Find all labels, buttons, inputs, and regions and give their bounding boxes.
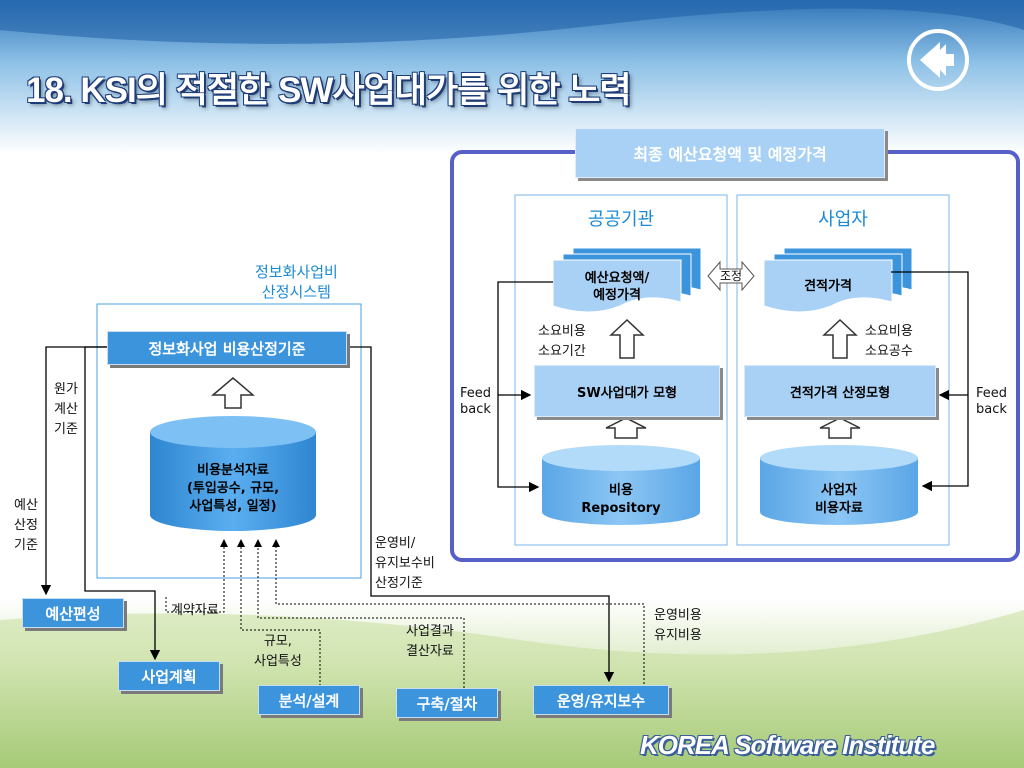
result-line1: 사업결과: [406, 624, 454, 639]
public-model-box: SW사업대가 모형: [534, 365, 720, 417]
db-line3: 사업특성, 일정): [189, 499, 277, 514]
vendor-inputs-line2: 소요공수: [865, 344, 913, 359]
system-label-line2: 산정시스템: [261, 283, 331, 301]
feedback-left-line1: Feed: [460, 386, 492, 401]
feedback-right-line1: Feed: [976, 386, 1008, 401]
ops-basis-line1: 운영비/: [375, 536, 416, 551]
contract-data-label: 계약자료: [171, 603, 219, 618]
vendor-inputs: 소요비용 소요공수: [865, 322, 913, 362]
back-arrow-icon[interactable]: [906, 28, 970, 92]
public-doc-line1: 예산요청액/: [584, 271, 650, 286]
ops-cost-line2: 유지비용: [654, 628, 702, 643]
public-agency-title: 공공기관: [587, 209, 655, 230]
result-line2: 결산자료: [406, 644, 454, 659]
stage-build[interactable]: 구축/절차: [396, 688, 498, 718]
vendor-doc: 견적가격: [804, 279, 852, 294]
public-db: 비용 Repository: [542, 482, 700, 518]
public-inputs-line2: 소요기간: [538, 344, 586, 359]
adjust-label: 조정: [719, 269, 743, 283]
budget-basis-line1: 예산: [14, 498, 38, 513]
stage-budget[interactable]: 예산편성: [22, 598, 124, 628]
result-label: 사업결과 결산자료: [406, 622, 454, 662]
public-inputs-line1: 소요비용: [538, 324, 586, 339]
scale-line1: 규모,: [263, 634, 292, 649]
public-doc: 예산요청액/ 예정가격: [553, 270, 681, 304]
vendor-model-box: 견적가격 산정모형: [744, 365, 936, 417]
stage-ops[interactable]: 운영/유지보수: [533, 685, 669, 715]
scale-label: 규모, 사업특성: [254, 632, 302, 672]
db-line1: 비용분석자료: [197, 463, 269, 478]
cost-basis-line3: 기준: [54, 422, 78, 437]
system-label-line1: 정보화사업비: [255, 263, 338, 281]
vendor-inputs-line1: 소요비용: [865, 324, 913, 339]
budget-basis-label: 예산 산정 기준: [10, 496, 42, 556]
cost-analysis-db: 비용분석자료 (투입공수, 규모, 사업특성, 일정): [150, 462, 316, 516]
stage-analysis[interactable]: 분석/설계: [258, 685, 360, 715]
feedback-right: Feed back: [976, 386, 1007, 418]
scale-line2: 사업특성: [254, 654, 302, 669]
public-db-line2: Repository: [581, 501, 661, 516]
ops-cost-line1: 운영비용: [654, 608, 702, 623]
vendor-db-line1: 사업자: [821, 483, 857, 498]
feedback-left: Feed back: [460, 386, 491, 418]
cost-standard-box: 정보화사업 비용산정기준: [107, 331, 347, 365]
system-label: 정보화사업비 산정시스템: [255, 262, 338, 302]
public-db-line1: 비용: [609, 483, 633, 498]
budget-basis-line3: 기준: [14, 538, 38, 553]
vendor-db: 사업자 비용자료: [760, 482, 918, 518]
ops-basis-line2: 유지보수비: [375, 556, 435, 571]
footer-logo: KOREA Software Institute: [640, 730, 935, 760]
feedback-right-line2: back: [976, 402, 1007, 417]
stage-plan[interactable]: 사업계획: [118, 661, 220, 691]
ops-cost-label: 운영비용 유지비용: [654, 606, 702, 646]
public-doc-line2: 예정가격: [593, 288, 641, 303]
cost-basis-line1: 원가: [54, 382, 78, 397]
vendor-db-line2: 비용자료: [815, 501, 863, 516]
db-line2: (투입공수, 규모,: [186, 481, 280, 496]
ops-basis-label: 운영비/ 유지보수비 산정기준: [375, 534, 435, 594]
ops-basis-line3: 산정기준: [375, 576, 423, 591]
budget-basis-line2: 산정: [14, 518, 38, 533]
feedback-left-line2: back: [460, 402, 491, 417]
slide-title: 18. KSI의 적절한 SW사업대가를 위한 노력: [26, 71, 632, 110]
cost-analysis-db-shape: [150, 416, 316, 531]
vendor-title: 사업자: [818, 209, 868, 230]
cost-basis-label: 원가 계산 기준: [50, 380, 82, 440]
final-budget-header: 최종 예산요청액 및 예정가격: [575, 128, 885, 178]
public-inputs: 소요비용 소요기간: [538, 322, 586, 362]
cost-basis-line2: 계산: [54, 402, 78, 417]
